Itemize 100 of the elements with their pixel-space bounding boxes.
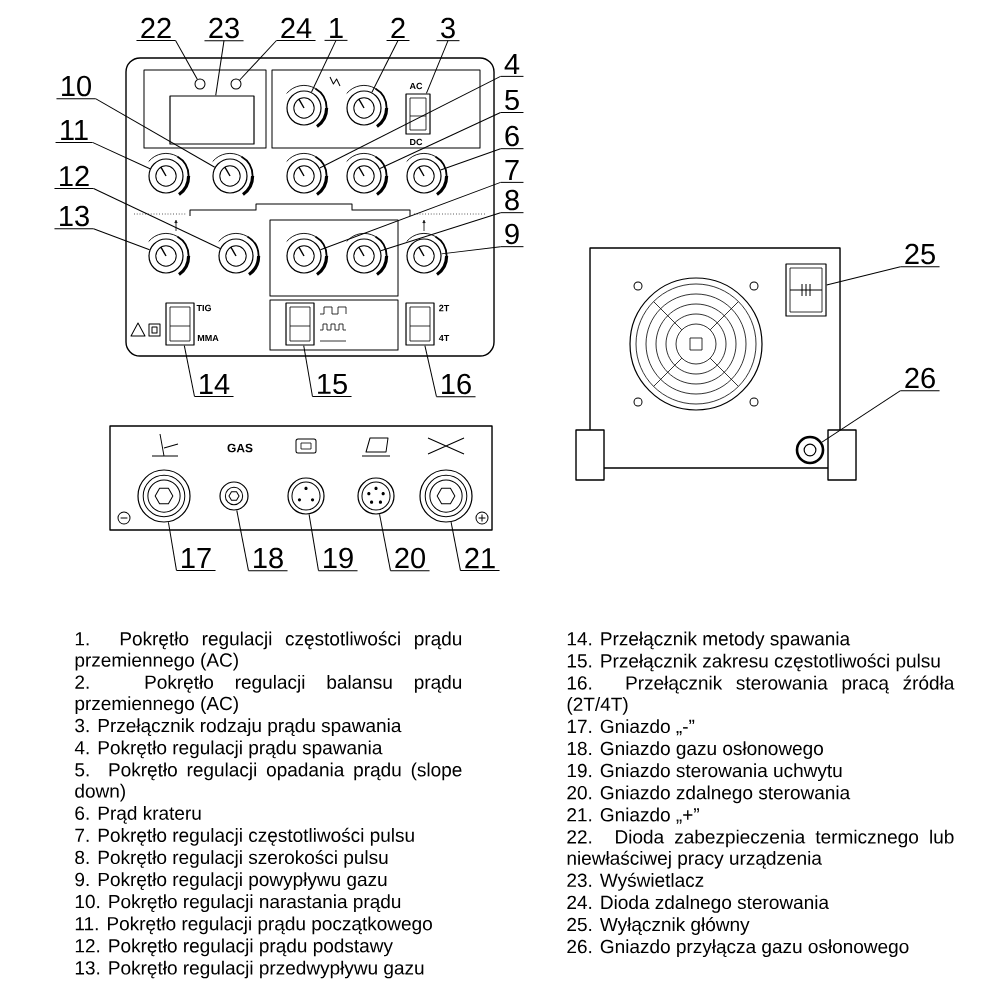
callout-number: 1 — [324, 18, 348, 41]
list-item: 24. Dioda zdalnego sterowania — [567, 895, 829, 913]
knob — [346, 153, 389, 196]
callout-number: 16 — [436, 373, 477, 398]
leader-line — [175, 40, 198, 80]
knob — [148, 153, 191, 196]
toggle-switch — [285, 302, 315, 346]
list-item: 18. Gniazdo gazu osłonowego — [567, 741, 823, 759]
knob — [212, 153, 255, 196]
leader-line — [93, 228, 151, 251]
leader-line — [425, 40, 449, 94]
leader-line — [320, 181, 502, 251]
leader-line — [236, 509, 249, 572]
list-item: 12. Pokrętło regulacji prądu podstawy — [75, 938, 393, 957]
callout-number: 23 — [204, 17, 245, 42]
callout-number: 9 — [500, 223, 524, 248]
socket — [137, 469, 191, 523]
callout-number: 4 — [500, 54, 524, 77]
list-item: 16. Przełącznik sterowania pracą źródła (2T/4T) — [567, 675, 955, 715]
list-item: 20. Gniazdo zdalnego sterowania — [567, 785, 851, 804]
list-item: 13. Pokrętło regulacji przedwypływu gazu — [75, 960, 424, 979]
callout-number: 26 — [900, 367, 941, 392]
callout-number: 10 — [55, 75, 97, 100]
list-item: 1. Pokrętło regulacji częstotliwości prądu przemiennego (AC) — [75, 631, 462, 671]
toggle-switch — [405, 93, 431, 135]
callout-number: 7 — [500, 160, 524, 183]
callout-number: 11 — [55, 120, 93, 143]
leader-line — [167, 521, 177, 571]
socket — [287, 477, 325, 515]
knob — [406, 153, 449, 196]
list-item: 11. Pokrętło regulacji prądu początkowego — [75, 916, 432, 935]
indicator-light — [194, 78, 206, 90]
list-item: 21. Gniazdo „+” — [567, 807, 699, 824]
list-item: 9. Pokrętło regulacji powypływu gazu — [75, 872, 387, 890]
list-item: 8. Pokrętło regulacji szerokości pulsu — [75, 849, 388, 868]
leader-line — [424, 345, 437, 398]
power-switch — [785, 263, 827, 317]
list-item: 10. Pokrętło regulacji narastania prądu — [75, 894, 401, 913]
callout-number: 15 — [311, 373, 353, 397]
knob — [286, 233, 329, 276]
list-item: 2. Pokrętło regulacji balansu prądu przemiennego (AC) — [75, 674, 462, 714]
callout-number: 21 — [460, 547, 501, 572]
callout-number: 8 — [500, 189, 524, 214]
list-item: 17. Gniazdo „-” — [567, 719, 695, 736]
callout-number: 5 — [500, 89, 524, 113]
callout-number: 19 — [318, 547, 359, 572]
list-item: 19. Gniazdo sterowania uchwytu — [567, 763, 842, 782]
list-item: 14. Przełącznik metody spawania — [567, 631, 851, 650]
knob — [346, 85, 389, 128]
leader-line — [371, 40, 399, 93]
leader-line — [183, 345, 195, 397]
callout-number: 22 — [135, 17, 177, 41]
leader-line — [311, 39, 337, 93]
knob — [148, 233, 191, 276]
socket — [419, 469, 473, 523]
socket — [357, 477, 395, 515]
leader-line — [379, 513, 391, 572]
knob — [286, 153, 329, 196]
knob — [286, 85, 329, 128]
list-item: 26. Gniazdo przyłącza gazu osłonowego — [567, 939, 909, 958]
leader-line — [319, 75, 502, 169]
list-item: 6. Prąd krateru — [75, 805, 201, 824]
gas-inlet — [795, 435, 825, 465]
leader-line — [379, 112, 502, 170]
list-item: 23. Wyświetlacz — [567, 872, 704, 891]
toggle-switch — [165, 302, 195, 346]
leader-line — [440, 148, 502, 171]
list-item: 3. Przełącznik rodzaju prądu spawania — [75, 718, 402, 737]
leader-line — [308, 513, 319, 572]
callout-number: 20 — [390, 547, 431, 572]
leader-line — [215, 40, 225, 96]
callout-number: 24 — [276, 17, 317, 41]
callout-number: 12 — [53, 165, 95, 190]
callout-number: 6 — [500, 125, 524, 150]
leader-line — [450, 521, 461, 572]
leader-line — [380, 212, 502, 252]
leader-line — [93, 188, 221, 249]
list-item: 4. Pokrętło regulacji prądu spawania — [74, 740, 383, 759]
leader-line — [95, 98, 216, 168]
callout-number: 13 — [53, 205, 95, 230]
callout-number: 14 — [194, 374, 235, 397]
callout-number: 3 — [436, 17, 460, 42]
display-screen — [169, 95, 255, 145]
toggle-switch — [405, 302, 435, 346]
leader-line — [821, 390, 901, 443]
list-item: 25. Wyłącznik główny — [567, 917, 750, 935]
indicator-light — [230, 78, 242, 90]
leader-line — [239, 40, 277, 81]
callout-number: 2 — [386, 17, 410, 41]
knob — [406, 233, 449, 276]
knob — [346, 233, 389, 276]
gas-socket — [219, 481, 249, 511]
leader-line — [826, 266, 901, 286]
callout-number: 18 — [248, 547, 289, 572]
leader-line — [441, 246, 502, 255]
leader-line — [303, 345, 313, 397]
knob — [218, 233, 261, 276]
leader-line — [91, 141, 151, 170]
callout-number: 17 — [175, 548, 217, 571]
callout-number: 25 — [900, 243, 941, 268]
